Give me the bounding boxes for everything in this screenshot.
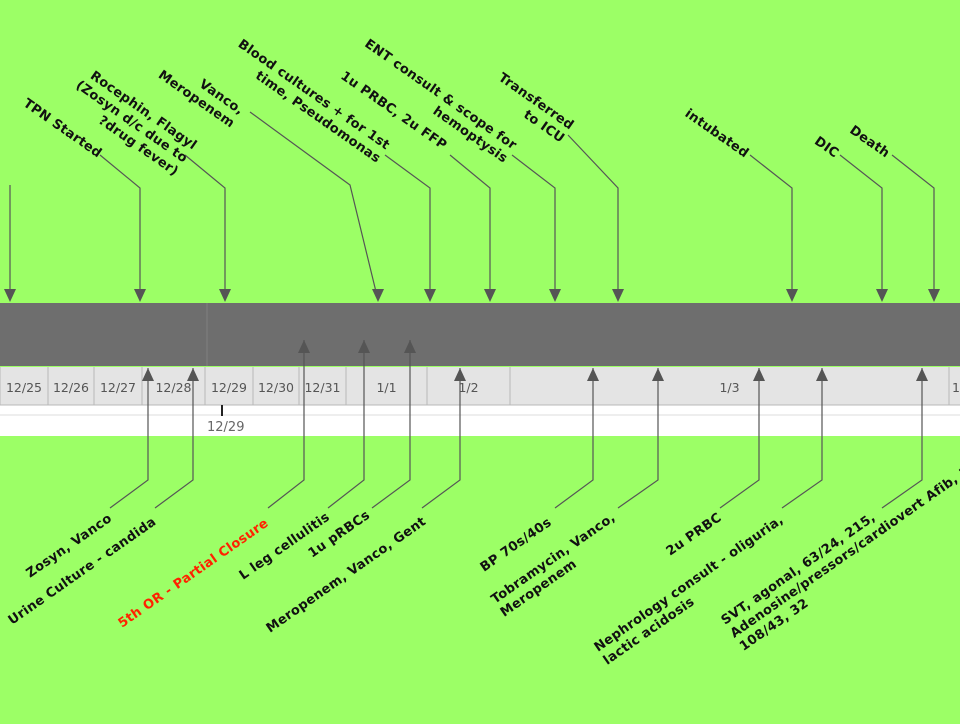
connector-arrow [549, 289, 561, 302]
connector-line [154, 368, 194, 509]
connector-line [249, 111, 379, 301]
date-tick-label: 12/28 [155, 380, 191, 395]
connector-arrow [404, 340, 416, 353]
connector-line [881, 368, 923, 509]
connector-arrow [928, 289, 940, 302]
date-tick-label: 12/25 [6, 380, 42, 395]
event-line-tpn: TPN Started [20, 96, 104, 161]
connector-line [421, 368, 461, 509]
event-label-2u-prbc: 2u PRBC [664, 510, 725, 559]
connector-line [327, 340, 365, 509]
connector-line [184, 154, 226, 300]
event-text-intubated: intubated [682, 106, 751, 161]
connector-line [839, 154, 883, 300]
connector-line [384, 154, 431, 300]
connector-arrow [916, 368, 928, 381]
date-tick-label: 12/29 [211, 380, 247, 395]
connector-arrow [134, 289, 146, 302]
connector-line [99, 154, 141, 300]
connector-arrow [876, 289, 888, 302]
connector-arrow [753, 368, 765, 381]
event-text-tpn: TPN Started [20, 96, 104, 161]
connector-arrow [142, 368, 154, 381]
event-label-tobramycin: Tobramycin, Vanco,Meropenem [489, 510, 628, 620]
event-text-tobramycin: Tobramycin, Vanco,Meropenem [489, 510, 628, 620]
connector-arrow [298, 340, 310, 353]
connector-line [719, 368, 760, 509]
connector-arrow [587, 368, 599, 381]
connector-line [371, 340, 411, 509]
connector-arrow [612, 289, 624, 302]
date-tick-label: 1/2 [458, 380, 478, 395]
connector-line [554, 368, 594, 509]
connector-arrow [4, 289, 16, 302]
event-line-death: Death [847, 123, 893, 161]
connector-line [617, 368, 659, 509]
connector-line [891, 154, 935, 300]
connector-line [749, 154, 793, 300]
event-line-2u-prbc: 2u PRBC [664, 510, 725, 559]
connector-arrow [786, 289, 798, 302]
connector-arrow [652, 368, 664, 381]
date-tick-label: 1/1 [376, 380, 396, 395]
event-line-intubated: intubated [682, 106, 751, 161]
cursor-date-label: 12/29 [207, 420, 244, 435]
date-tick-label: 12/31 [304, 380, 340, 395]
connector-arrow [187, 368, 199, 381]
event-label-intubated: intubated [682, 106, 751, 161]
connector-arrow [358, 340, 370, 353]
connector-line [449, 154, 491, 300]
event-line-dic: DIC [811, 134, 841, 161]
timeline-band [0, 303, 960, 366]
event-label-death: Death [847, 123, 893, 161]
connector-line [109, 368, 149, 509]
connector-line [511, 154, 556, 300]
cursor-strip [0, 405, 960, 436]
connector-line [567, 134, 619, 300]
event-label-dic: DIC [811, 134, 841, 161]
event-text-death: Death [847, 123, 893, 161]
connector-arrow [219, 289, 231, 302]
date-scale [0, 367, 960, 405]
connector-line [267, 340, 305, 509]
date-tick-label: 12/27 [100, 380, 136, 395]
connector-arrow [484, 289, 496, 302]
connector-arrow [454, 368, 466, 381]
date-tick-label: 1/3 [719, 380, 739, 395]
connector-arrow [816, 368, 828, 381]
date-tick-label: 12/30 [258, 380, 294, 395]
event-text-2u-prbc: 2u PRBC [664, 510, 725, 559]
event-text-dic: DIC [811, 134, 841, 161]
connector-line [781, 368, 823, 509]
event-label-tpn: TPN Started [20, 96, 104, 161]
connector-arrow [372, 289, 384, 302]
date-tick-label: 1 [952, 380, 960, 395]
date-tick-label: 12/26 [53, 380, 89, 395]
connector-arrow [424, 289, 436, 302]
